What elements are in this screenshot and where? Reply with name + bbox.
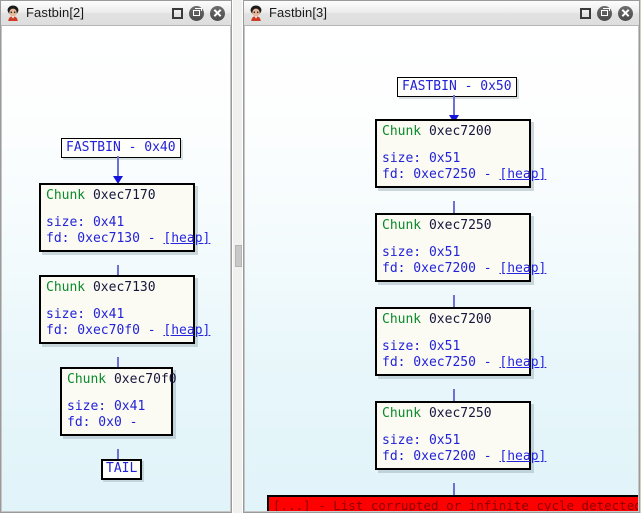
- restore-icon[interactable]: [172, 7, 183, 19]
- corruption-error-banner[interactable]: [...] - List corrupted or infinite cycle…: [267, 495, 638, 511]
- maximize-icon[interactable]: [189, 5, 204, 21]
- window-controls[interactable]: [172, 5, 227, 21]
- chunk-fd: fd: 0xec7200 -: [382, 261, 500, 276]
- chunk-keyword: Chunk: [46, 280, 86, 295]
- chunk-fd: fd: 0xec7250 -: [382, 167, 500, 182]
- maximize-icon[interactable]: [597, 5, 612, 21]
- heap-link[interactable]: [heap]: [163, 323, 211, 338]
- splitter-grip[interactable]: [235, 245, 242, 267]
- chunk-address: 0xec7250: [428, 218, 492, 233]
- window-fastbin-2[interactable]: Fastbin[2] FASTBIN - 0x40 Chunk 0xec7170…: [0, 0, 232, 513]
- heap-link[interactable]: [heap]: [499, 261, 547, 276]
- app-face-icon: [247, 4, 265, 22]
- chunk-keyword: Chunk: [382, 124, 422, 139]
- chunk-address: 0xec70f0: [113, 372, 177, 387]
- chunk-address: 0xec7250: [428, 406, 492, 421]
- tail-node[interactable]: TAIL: [101, 459, 143, 480]
- chunk-size: size: 0x51: [382, 339, 461, 354]
- chunk-node[interactable]: Chunk 0xec7250 size: 0x51 fd: 0xec7200 -…: [375, 401, 546, 470]
- window-controls[interactable]: [580, 5, 635, 21]
- window-title: Fastbin[2]: [26, 5, 85, 20]
- chunk-node[interactable]: Chunk 0xec70f0 size: 0x41 fd: 0x0 -: [60, 367, 177, 436]
- window-fastbin-3[interactable]: Fastbin[3] FASTBIN - 0x50 Chunk 0xec7200…: [243, 0, 640, 513]
- titlebar-fastbin-3[interactable]: Fastbin[3]: [244, 1, 639, 26]
- chunk-node[interactable]: Chunk 0xec7250 size: 0x51 fd: 0xec7200 -…: [375, 213, 546, 282]
- chunk-fd: fd: 0xec7130 -: [46, 231, 164, 246]
- chunk-size: size: 0x41: [46, 307, 125, 322]
- chunk-size: size: 0x51: [382, 245, 461, 260]
- chunk-fd: fd: 0xec7250 -: [382, 355, 500, 370]
- close-icon[interactable]: [210, 5, 225, 21]
- chunk-keyword: Chunk: [382, 218, 422, 233]
- chunk-node[interactable]: Chunk 0xec7130 size: 0x41 fd: 0xec70f0 -…: [39, 275, 210, 344]
- heap-link[interactable]: [heap]: [499, 167, 547, 182]
- heap-link[interactable]: [heap]: [499, 449, 547, 464]
- chunk-keyword: Chunk: [46, 188, 86, 203]
- chunk-node[interactable]: Chunk 0xec7200 size: 0x51 fd: 0xec7250 -…: [375, 307, 546, 376]
- heap-link[interactable]: [heap]: [499, 355, 547, 370]
- chunk-address: 0xec7170: [92, 188, 156, 203]
- chunk-size: size: 0x41: [67, 399, 146, 414]
- chunk-address: 0xec7130: [92, 280, 156, 295]
- chunk-size: size: 0x41: [46, 215, 125, 230]
- graph-canvas-fastbin-2[interactable]: FASTBIN - 0x40 Chunk 0xec7170 size: 0x41…: [1, 26, 231, 512]
- titlebar-fastbin-2[interactable]: Fastbin[2]: [1, 1, 231, 26]
- fastbin-header[interactable]: FASTBIN - 0x40: [61, 138, 181, 158]
- restore-icon[interactable]: [580, 7, 591, 19]
- chunk-keyword: Chunk: [382, 406, 422, 421]
- chunk-keyword: Chunk: [67, 372, 107, 387]
- chunk-fd: fd: 0x0 -: [67, 415, 138, 430]
- chunk-node[interactable]: Chunk 0xec7170 size: 0x41 fd: 0xec7130 -…: [39, 183, 210, 252]
- fastbin-header[interactable]: FASTBIN - 0x50: [397, 77, 517, 97]
- chunk-node[interactable]: Chunk 0xec7200 size: 0x51 fd: 0xec7250 -…: [375, 119, 546, 188]
- chunk-keyword: Chunk: [382, 312, 422, 327]
- app-face-icon: [4, 4, 22, 22]
- heap-link[interactable]: [heap]: [163, 231, 211, 246]
- chunk-address: 0xec7200: [428, 312, 492, 327]
- close-icon[interactable]: [618, 5, 633, 21]
- window-splitter[interactable]: [232, 0, 243, 513]
- graph-canvas-fastbin-3[interactable]: FASTBIN - 0x50 Chunk 0xec7200 size: 0x51…: [244, 26, 639, 512]
- window-title: Fastbin[3]: [269, 5, 328, 20]
- chunk-fd: fd: 0xec7200 -: [382, 449, 500, 464]
- chunk-address: 0xec7200: [428, 124, 492, 139]
- chunk-fd: fd: 0xec70f0 -: [46, 323, 164, 338]
- chunk-size: size: 0x51: [382, 433, 461, 448]
- chunk-size: size: 0x51: [382, 151, 461, 166]
